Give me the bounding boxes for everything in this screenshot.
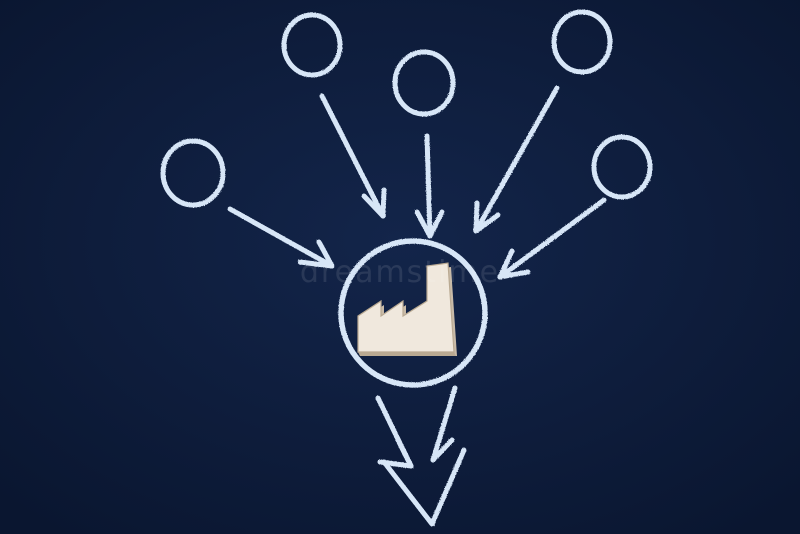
source-circle-5 [591,134,653,200]
source-circle-2 [281,12,343,78]
source-circle-4 [551,9,613,75]
arrow-4 [473,85,560,234]
source-circle-3 [392,49,456,117]
arrow-5 [497,197,607,280]
source-circle-1 [160,138,226,208]
factory-icon [357,262,457,356]
center-circle [338,238,488,388]
output-arrow [375,385,467,527]
arrow-3 [414,133,445,239]
arrow-2 [319,93,387,219]
arrow-1 [227,206,335,269]
